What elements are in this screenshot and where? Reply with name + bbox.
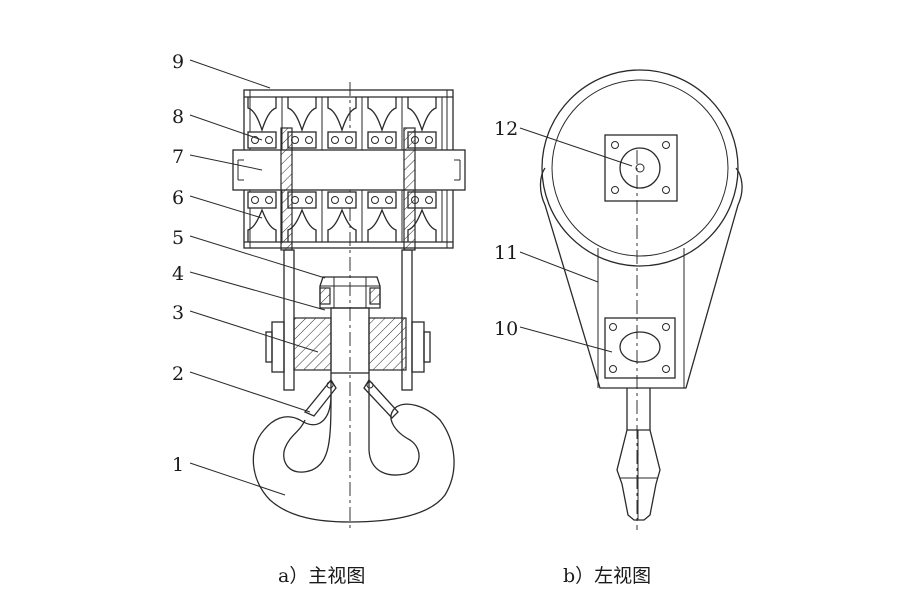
bearing-ball (265, 136, 273, 144)
label-8: 8 (172, 106, 184, 128)
label-3: 3 (172, 302, 184, 324)
label-6: 6 (172, 187, 184, 209)
bearing-ball (371, 136, 379, 144)
upper-sheave-2 (287, 97, 317, 133)
label-5: 5 (172, 227, 184, 249)
bearing-upper-3 (327, 131, 357, 149)
side-view: 12 11 10 b）左视图 (494, 69, 743, 587)
bearing-lower-1 (247, 191, 277, 209)
axle-shaft (232, 149, 466, 191)
upper-sheave-4 (367, 97, 397, 133)
bearing-ball (345, 136, 353, 144)
label-4: 4 (172, 263, 184, 285)
lower-bearing-block (604, 317, 676, 379)
upper-bearing-block (604, 134, 678, 202)
bearing-ball (425, 196, 433, 204)
bearing-ball (251, 136, 259, 144)
label-7: 7 (172, 146, 184, 168)
caption-front-view: a）主视图 (278, 565, 365, 587)
upper-sheave-3 (327, 97, 357, 133)
front-view: 9 8 7 6 5 4 3 2 1 a）主视图 (172, 51, 466, 587)
hook-body (252, 394, 455, 523)
bearing-ball (305, 136, 313, 144)
front-leaders (189, 59, 326, 496)
bearing-ball (305, 196, 313, 204)
side-leaders (519, 127, 633, 353)
side-sheave-disc (541, 69, 739, 267)
bearing-ball (385, 136, 393, 144)
label-1: 1 (172, 454, 184, 476)
bearing-ball (425, 136, 433, 144)
caption-side-view: b）左视图 (563, 565, 651, 587)
crossbeam (265, 307, 431, 374)
label-10: 10 (494, 318, 518, 340)
lower-sheave-3 (327, 208, 357, 242)
bearing-upper-4 (367, 131, 397, 149)
side-hook-profile (616, 388, 661, 521)
bearing-ball (331, 196, 339, 204)
safety-latch (303, 378, 399, 419)
lower-sheave-1 (247, 208, 277, 242)
bearing-ball (265, 196, 273, 204)
bearing-lower-3 (327, 191, 357, 209)
lower-sheave-4 (367, 208, 397, 242)
bearing-lower-4 (367, 191, 397, 209)
side-plate (539, 167, 743, 389)
bearing-ball (331, 136, 339, 144)
label-9: 9 (172, 51, 184, 73)
hook-nut (319, 276, 381, 309)
label-2: 2 (172, 363, 184, 385)
upper-sheave-5 (407, 97, 437, 133)
bearing-ball (371, 196, 379, 204)
bearing-ball (251, 196, 259, 204)
upper-sheave-1 (247, 97, 277, 133)
side-plates (280, 127, 416, 391)
label-11: 11 (494, 242, 518, 264)
hook-shank (330, 373, 370, 395)
label-12: 12 (494, 118, 518, 140)
bearing-ball (345, 196, 353, 204)
bearing-ball (385, 196, 393, 204)
